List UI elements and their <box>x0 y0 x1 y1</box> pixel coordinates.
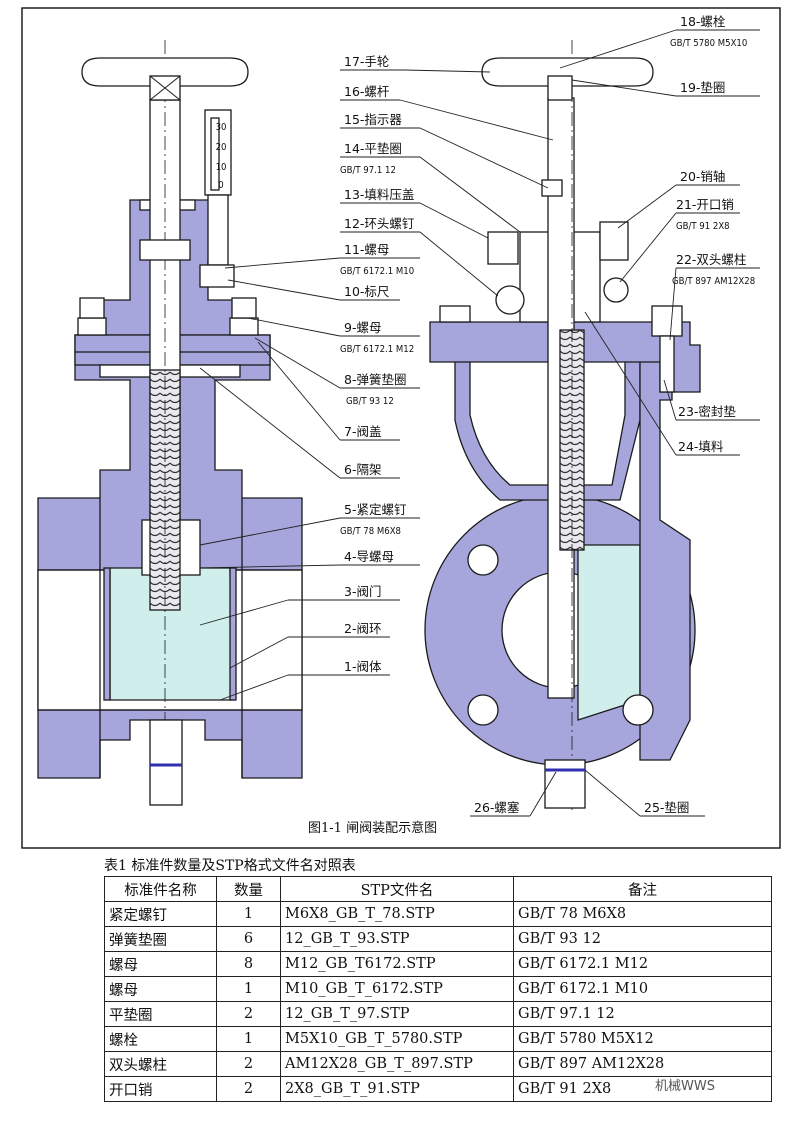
column-header: 数量 <box>216 876 281 902</box>
part-remark: GB/T 93 12 <box>513 926 772 952</box>
part-remark: GB/T 6172.1 M12 <box>513 951 772 977</box>
stp-filename: 2X8_GB_T_91.STP <box>280 1076 514 1102</box>
callout-spec: GB/T 97.1 12 <box>340 165 396 176</box>
part-name: 螺母 <box>104 976 217 1002</box>
scale-ticks: 30 20 10 0 <box>216 122 227 191</box>
part-qty: 1 <box>216 1026 281 1052</box>
table-row: 开口销 2 2X8_GB_T_91.STP GB/T 91 2X8 <box>104 1076 772 1102</box>
part-remark: GB/T 6172.1 M10 <box>513 976 772 1002</box>
callout-label: 15-指示器 <box>344 112 402 127</box>
part-qty: 2 <box>216 1076 281 1102</box>
part-qty: 2 <box>216 1001 281 1027</box>
column-header: STP文件名 <box>280 876 514 902</box>
callout-label: 7-阀盖 <box>344 424 381 439</box>
part-name: 紧定螺钉 <box>104 901 217 927</box>
callout-label: 10-标尺 <box>344 284 389 299</box>
stp-filename: M6X8_GB_T_78.STP <box>280 901 514 927</box>
callout-label: 23-密封垫 <box>678 404 736 419</box>
table-row: 双头螺柱 2 AM12X28_GB_T_897.STP GB/T 897 AM1… <box>104 1051 772 1077</box>
part-qty: 1 <box>216 901 281 927</box>
callout-label: 19-垫圈 <box>680 80 725 95</box>
callout-label: 20-销轴 <box>680 169 725 184</box>
scale-tick: 10 <box>216 162 227 173</box>
callout-label: 14-平垫圈 <box>344 141 402 156</box>
callout-label: 4-导螺母 <box>344 549 394 564</box>
part-qty: 2 <box>216 1051 281 1077</box>
callout-label: 24-填料 <box>678 439 724 454</box>
part-name: 双头螺柱 <box>104 1051 217 1077</box>
handwheel <box>81 57 249 87</box>
callout-label: 16-螺杆 <box>344 84 390 99</box>
callout-label: 8-弹簧垫圈 <box>344 372 406 387</box>
part-qty: 6 <box>216 926 281 952</box>
watermark: 机械WWS <box>655 1079 715 1094</box>
callout-label: 13-填料压盖 <box>344 187 414 202</box>
figure-caption: 图1-1 闸阀装配示意图 <box>308 820 437 836</box>
callout-label: 25-垫圈 <box>644 800 689 815</box>
leader-lines <box>199 29 760 817</box>
part-name: 平垫圈 <box>104 1001 217 1027</box>
stp-filename: 12_GB_T_97.STP <box>280 1001 514 1027</box>
part-remark: GB/T 91 2X8 <box>513 1076 772 1102</box>
callout-label: 1-阀体 <box>344 659 382 674</box>
stp-filename: M12_GB_T6172.STP <box>280 951 514 977</box>
table-row: 螺栓 1 M5X10_GB_T_5780.STP GB/T 5780 M5X12 <box>104 1026 772 1052</box>
table-row: 螺母 1 M10_GB_T_6172.STP GB/T 6172.1 M10 <box>104 976 772 1002</box>
part-remark: GB/T 897 AM12X28 <box>513 1051 772 1077</box>
part-remark: GB/T 5780 M5X12 <box>513 1026 772 1052</box>
callout-label: 9-螺母 <box>344 320 381 335</box>
callout-spec: GB/T 91 2X8 <box>676 221 730 232</box>
callout-spec: GB/T 6172.1 M10 <box>340 266 414 277</box>
callout-label: 22-双头螺柱 <box>676 252 746 267</box>
stp-filename: 12_GB_T_93.STP <box>280 926 514 952</box>
drain-plug <box>149 719 183 806</box>
stp-filename: M5X10_GB_T_5780.STP <box>280 1026 514 1052</box>
callout-label: 6-隔架 <box>344 462 381 477</box>
callout-label: 21-开口销 <box>676 197 734 212</box>
stp-filename: M10_GB_T_6172.STP <box>280 976 514 1002</box>
callout-label: 11-螺母 <box>344 242 389 257</box>
scale-tick: 0 <box>218 180 223 191</box>
part-remark: GB/T 78 M6X8 <box>513 901 772 927</box>
callout-spec: GB/T 897 AM12X28 <box>672 276 755 287</box>
callout-spec: GB/T 5780 M5X10 <box>670 38 747 49</box>
part-name: 螺栓 <box>104 1026 217 1052</box>
callout-label: 2-阀环 <box>344 621 381 636</box>
callout-label: 26-螺塞 <box>474 800 520 815</box>
callout-spec: GB/T 93 12 <box>346 396 394 407</box>
part-qty: 1 <box>216 976 281 1002</box>
column-header: 备注 <box>513 876 772 902</box>
callout-spec: GB/T 6172.1 M12 <box>340 344 414 355</box>
callout-label: 12-环头螺钉 <box>344 216 415 231</box>
callout-labels: 1-阀体 2-阀环 3-阀门 4-导螺母 5-紧定螺钉 GB/T 78 M6X8… <box>340 14 755 815</box>
callout-label: 5-紧定螺钉 <box>344 502 407 517</box>
part-name: 开口销 <box>104 1076 217 1102</box>
table-row: 平垫圈 2 12_GB_T_97.STP GB/T 97.1 12 <box>104 1001 772 1027</box>
table-header-row: 标准件名称 数量 STP文件名 备注 <box>104 876 772 902</box>
front-section-view <box>37 40 303 806</box>
parts-table: 标准件名称 数量 STP文件名 备注 紧定螺钉 1 M6X8_GB_T_78.S… <box>104 876 772 1102</box>
side-section-view <box>424 40 701 810</box>
part-name: 螺母 <box>104 951 217 977</box>
scale-tick: 30 <box>216 122 227 133</box>
table-row: 弹簧垫圈 6 12_GB_T_93.STP GB/T 93 12 <box>104 926 772 952</box>
part-name: 弹簧垫圈 <box>104 926 217 952</box>
callout-label: 18-螺栓 <box>680 14 726 29</box>
table-row: 紧定螺钉 1 M6X8_GB_T_78.STP GB/T 78 M6X8 <box>104 901 772 927</box>
part-qty: 8 <box>216 951 281 977</box>
table-caption: 表1 标准件数量及STP格式文件名对照表 <box>104 858 356 874</box>
part-remark: GB/T 97.1 12 <box>513 1001 772 1027</box>
stp-filename: AM12X28_GB_T_897.STP <box>280 1051 514 1077</box>
callout-label: 17-手轮 <box>344 54 389 69</box>
callout-label: 3-阀门 <box>344 584 381 599</box>
drawing-border <box>21 7 781 849</box>
column-header: 标准件名称 <box>104 876 217 902</box>
callout-spec: GB/T 78 M6X8 <box>340 526 401 537</box>
table-row: 螺母 8 M12_GB_T6172.STP GB/T 6172.1 M12 <box>104 951 772 977</box>
scale-tick: 20 <box>216 142 227 153</box>
